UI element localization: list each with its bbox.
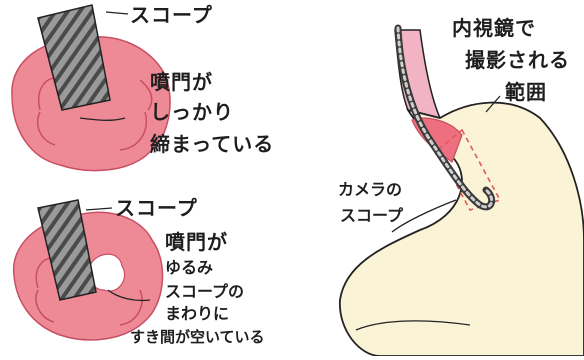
closed-note-line-1: 噴門が (150, 72, 213, 92)
loose-cardia-illustration (14, 200, 163, 340)
scope-label-top: スコープ (130, 5, 213, 25)
camera-scope-label-line-2: スコープ (340, 208, 403, 224)
loose-note-line-5: すき間が空いている (130, 330, 265, 345)
view-range-title-line-2: 撮影される (465, 50, 570, 70)
closed-note-line-2: しっかり (150, 102, 234, 122)
view-range-title-line-3: 範囲 (505, 82, 547, 102)
closed-note-line-3: 締まっている (150, 134, 274, 154)
loose-note-line-4: まわりに (165, 306, 229, 322)
loose-note-line-1: 噴門が (165, 232, 228, 252)
view-range-title-line-1: 内視鏡で (452, 18, 536, 38)
loose-note-line-2: ゆるみ (165, 260, 213, 276)
camera-scope-label-line-1: カメラの (338, 182, 402, 198)
loose-note-line-3: スコープの (165, 284, 244, 300)
stomach-body (340, 103, 584, 356)
closed-cardia-illustration (12, 5, 170, 171)
scope-label-bottom: スコープ (115, 198, 198, 218)
